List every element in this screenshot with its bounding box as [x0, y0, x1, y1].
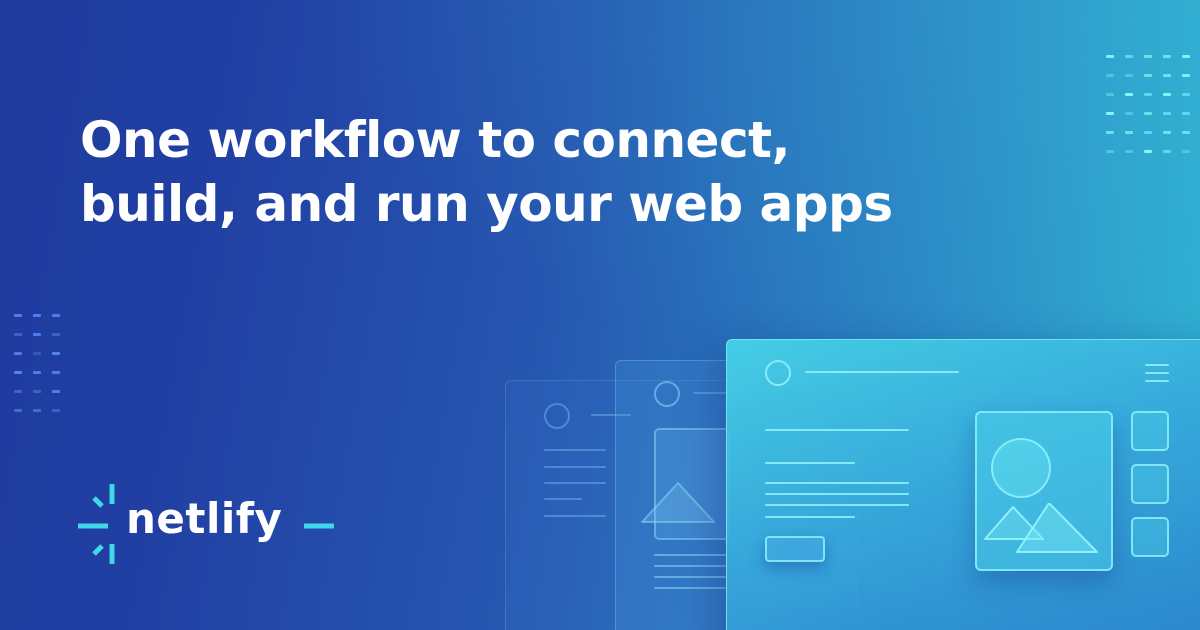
headline-line-1: One workflow to connect,	[80, 111, 790, 169]
menu-icon	[1145, 364, 1169, 382]
avatar-placeholder-icon	[765, 360, 791, 386]
thumbnail-placeholder-3	[1131, 517, 1169, 557]
headline-line-2: build, and run your web apps	[80, 175, 893, 233]
netlify-spark-icon	[78, 484, 334, 564]
dot-grid-right	[1106, 55, 1200, 169]
image-placeholder-icon	[975, 411, 1113, 571]
headline: One workflow to connect, build, and run …	[80, 108, 893, 236]
dot-grid-left	[14, 314, 71, 428]
button-placeholder	[765, 536, 825, 562]
avatar-placeholder-icon	[544, 403, 570, 429]
thumbnail-placeholder-1	[1131, 411, 1169, 451]
avatar-placeholder-icon	[654, 381, 680, 407]
brand-name: netlify	[126, 494, 283, 543]
thumbnail-placeholder-2	[1131, 464, 1169, 504]
main-window-illustration	[726, 339, 1200, 630]
netlify-logo[interactable]: netlify	[78, 484, 338, 564]
